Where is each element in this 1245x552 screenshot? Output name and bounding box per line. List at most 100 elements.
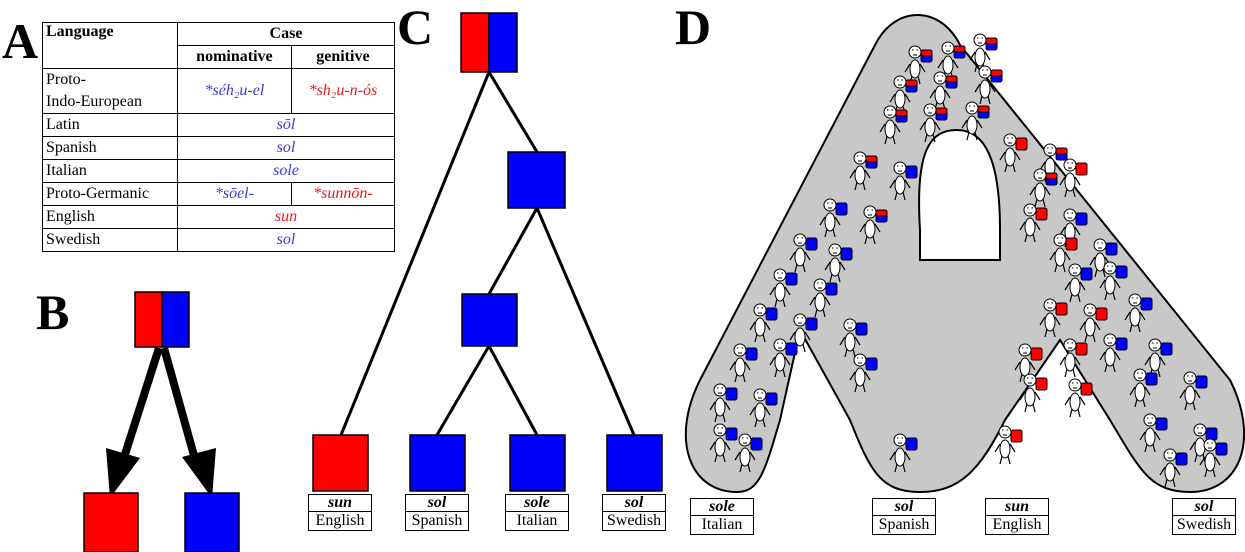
speaker-figure — [1089, 238, 1118, 278]
language-cell: Proto-Germanic — [42, 182, 178, 206]
speaker-figure — [1189, 423, 1218, 463]
speaker-figure — [1039, 298, 1068, 338]
speaker-figure — [1049, 233, 1078, 273]
c-root-red-half — [460, 12, 490, 73]
speaker-figure — [849, 353, 878, 393]
speaker-figure — [709, 423, 738, 463]
form-cell: sol — [177, 228, 395, 252]
language-cell: Proto- Indo-European — [42, 68, 178, 114]
panel-label-a: A — [2, 13, 39, 69]
speaker-figure — [889, 433, 918, 473]
speaker-figure — [929, 71, 958, 111]
nominative-cell: *séh₂u-el — [177, 68, 292, 114]
c-root-blue-half — [488, 12, 518, 73]
speaker-figure — [994, 425, 1023, 465]
table-row: Swedish sol — [42, 228, 395, 252]
branch-italian — [487, 345, 539, 436]
branch-english — [339, 71, 491, 436]
speaker-figure — [1099, 261, 1128, 301]
c-leaf-italian — [509, 434, 566, 492]
speaker-figure — [961, 101, 990, 141]
speaker-figure — [819, 198, 848, 238]
nominative-cell: *sōel- — [177, 182, 292, 206]
speaker-figure — [1124, 293, 1153, 333]
branch-node1 — [487, 71, 539, 153]
arrow-right — [160, 346, 202, 472]
speaker-figure — [1064, 263, 1093, 303]
header-case: Case — [177, 22, 395, 46]
panel-d-population-tree — [684, 14, 1245, 494]
population-speakers — [709, 33, 1228, 488]
speaker-figure — [1144, 338, 1173, 378]
table-row: Italian sole — [42, 159, 395, 183]
speaker-figure — [1064, 378, 1093, 418]
form-cell: sōl — [177, 113, 395, 137]
speaker-figure — [1059, 158, 1088, 198]
language-cell: Spanish — [42, 136, 178, 160]
language-cell: English — [42, 205, 178, 229]
branch-node2 — [487, 207, 539, 295]
table-row: Proto-Germanic *sōel- *sunnōn- — [42, 182, 396, 206]
speaker-figure — [859, 205, 888, 245]
speaker-figure — [1159, 448, 1188, 488]
c-leaf-spanish — [409, 434, 466, 492]
speaker-figure — [709, 383, 738, 423]
speaker-figure — [879, 105, 908, 145]
speaker-figure — [824, 243, 853, 283]
panel-label-c: C — [397, 0, 434, 55]
root-blue-half — [161, 291, 190, 348]
speaker-figure — [974, 65, 1003, 105]
speaker-figure — [1129, 368, 1158, 408]
speaker-figure — [1179, 371, 1208, 411]
speaker-figure — [789, 233, 818, 273]
c-inner-node-1 — [507, 151, 566, 209]
speaker-figure — [1139, 413, 1168, 453]
speaker-figure — [937, 41, 966, 81]
speaker-figure — [1019, 203, 1048, 243]
speaker-figure — [769, 338, 798, 378]
speaker-figure — [749, 388, 778, 428]
language-cell: Latin — [42, 113, 178, 137]
speaker-figure — [919, 103, 948, 143]
panel-label-d: D — [675, 0, 712, 55]
speaker-figure — [734, 433, 763, 473]
language-cell: Swedish — [42, 228, 178, 252]
speaker-figure — [769, 268, 798, 308]
panel-c-nodes — [312, 12, 663, 492]
language-cell: Italian — [42, 159, 178, 183]
population-inner-gap — [918, 128, 1001, 261]
table-row: English sun — [42, 205, 395, 229]
speaker-figure — [729, 343, 758, 383]
speaker-figure — [1019, 373, 1048, 413]
panel-label-b: B — [36, 284, 70, 340]
speaker-figure — [1029, 168, 1058, 208]
speaker-figure — [969, 33, 998, 73]
speaker-figure — [1199, 438, 1228, 478]
panel-b-diagram — [83, 291, 240, 552]
speaker-figure — [889, 161, 918, 201]
arrowhead-left — [106, 448, 140, 498]
child-red-node — [83, 492, 139, 552]
branch-spanish — [435, 345, 491, 436]
header-genitive: genitive — [290, 45, 396, 69]
case-forms-table: Language Case nominative genitive Proto-… — [42, 22, 396, 252]
speaker-figure — [839, 318, 868, 358]
branch-swedish — [535, 207, 636, 436]
speaker-figure — [999, 133, 1028, 173]
arrowhead-right — [182, 448, 216, 498]
form-cell: sun — [177, 205, 395, 229]
c-leaf-swedish — [606, 434, 663, 492]
arrow-left — [116, 346, 163, 472]
c-leaf-english — [312, 434, 369, 492]
speaker-figure — [849, 151, 878, 191]
speaker-figure — [1079, 303, 1108, 343]
